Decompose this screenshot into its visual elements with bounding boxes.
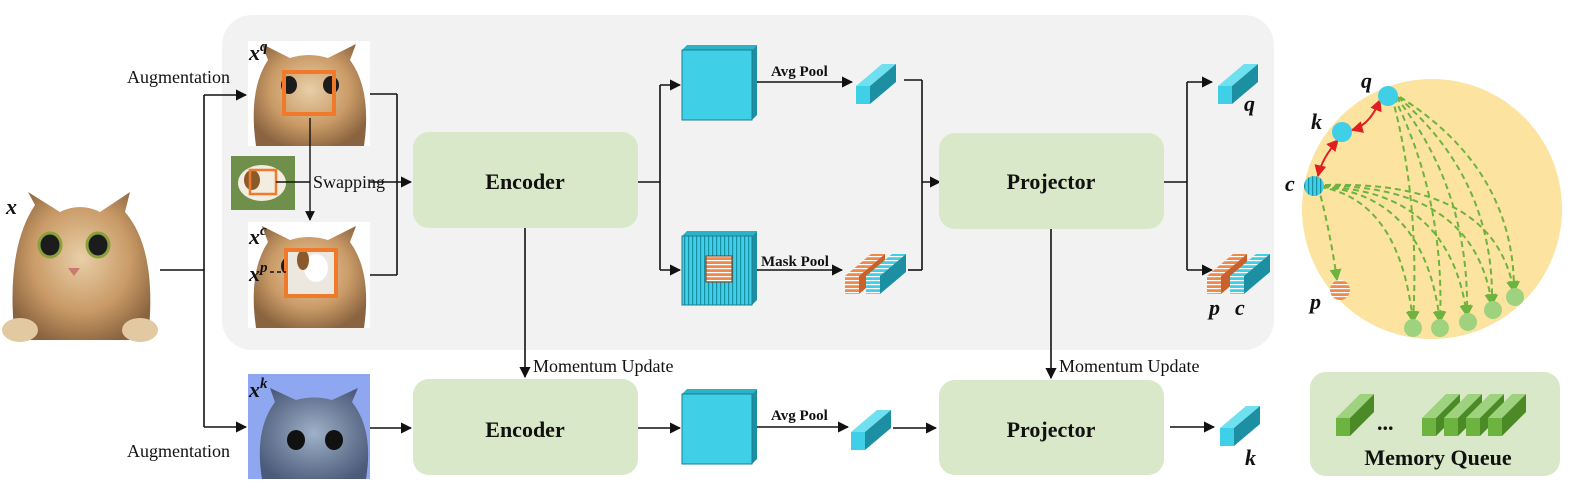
augmentation-branch-lines	[160, 89, 248, 433]
query-view-image	[248, 41, 370, 146]
sphere-node-c	[1304, 176, 1324, 196]
views-to-encoder-lines	[370, 93, 413, 276]
sphere-negative-node	[1506, 288, 1524, 306]
projector-momentum-label: Momentum Update	[1059, 356, 1199, 376]
encoder-top-output-lines	[638, 79, 682, 276]
sphere-node-k	[1332, 122, 1352, 142]
xq-label: xq	[248, 39, 268, 65]
xk-label: xk	[248, 376, 268, 402]
composite-view-image	[248, 222, 370, 328]
encoder-bottom-label: Encoder	[485, 417, 565, 442]
xc-label: xc	[248, 223, 267, 249]
encoder-top-box	[413, 132, 638, 228]
pooled-vector-top	[856, 64, 896, 104]
encoder-momentum-label: Momentum Update	[533, 356, 673, 376]
query-branch-panel	[222, 15, 1274, 350]
pooled-to-projector-lines	[904, 79, 942, 271]
output-p-label: p	[1207, 295, 1220, 320]
feature-map-mask	[681, 231, 757, 306]
sphere-node-q	[1378, 86, 1398, 106]
avg-pool-top-label: Avg Pool	[771, 64, 828, 80]
sphere-negative-node	[1484, 301, 1502, 319]
pooled-vector-bottom	[851, 410, 891, 450]
memory-queue-label: Memory Queue	[1364, 445, 1511, 470]
output-c-label: c	[1235, 295, 1245, 320]
x-label: x	[5, 194, 17, 219]
sphere-negative-node	[1431, 319, 1449, 337]
augmentation-top-label: Augmentation	[127, 67, 230, 87]
projector-top-box	[939, 133, 1164, 229]
swapping-label: Swapping	[313, 172, 385, 192]
augmentation-bottom-label: Augmentation	[127, 441, 230, 461]
key-view-image	[248, 374, 370, 479]
encoder-top-label: Encoder	[485, 169, 565, 194]
sphere-k-label: k	[1311, 109, 1322, 134]
output-k-vector	[1220, 406, 1260, 446]
memory-queue-items	[1336, 394, 1526, 436]
encoder-bottom-box	[413, 379, 638, 475]
sphere-c-label: c	[1285, 171, 1295, 196]
projector-top-label: Projector	[1007, 169, 1096, 194]
output-q-vector	[1218, 64, 1258, 104]
xp-label: xp	[248, 260, 268, 286]
feature-map-bottom	[681, 389, 757, 465]
output-q-label: q	[1244, 91, 1255, 116]
feature-map-top	[681, 45, 757, 121]
sphere-negative-node	[1404, 319, 1422, 337]
negative-pair-arrows	[1317, 96, 1521, 324]
positive-pair-arrows	[1314, 98, 1382, 178]
sphere-q-label: q	[1361, 68, 1372, 93]
projector-top-output-lines	[1164, 76, 1214, 276]
pooled-vector-mask	[845, 254, 906, 294]
patch-source-image	[231, 156, 295, 210]
output-pc-vectors	[1207, 254, 1270, 294]
projector-bottom-label: Projector	[1007, 417, 1096, 442]
sphere-node-p	[1330, 280, 1350, 300]
sphere-negative-node	[1459, 313, 1477, 331]
input-cat-image	[0, 190, 160, 345]
output-k-label: k	[1245, 445, 1256, 470]
avg-pool-bottom-label: Avg Pool	[771, 408, 828, 424]
sphere-p-label: p	[1308, 289, 1321, 314]
memory-queue-ellipsis: ...	[1377, 410, 1394, 435]
mask-pool-label: Mask Pool	[761, 254, 829, 270]
projector-bottom-box	[939, 380, 1164, 475]
